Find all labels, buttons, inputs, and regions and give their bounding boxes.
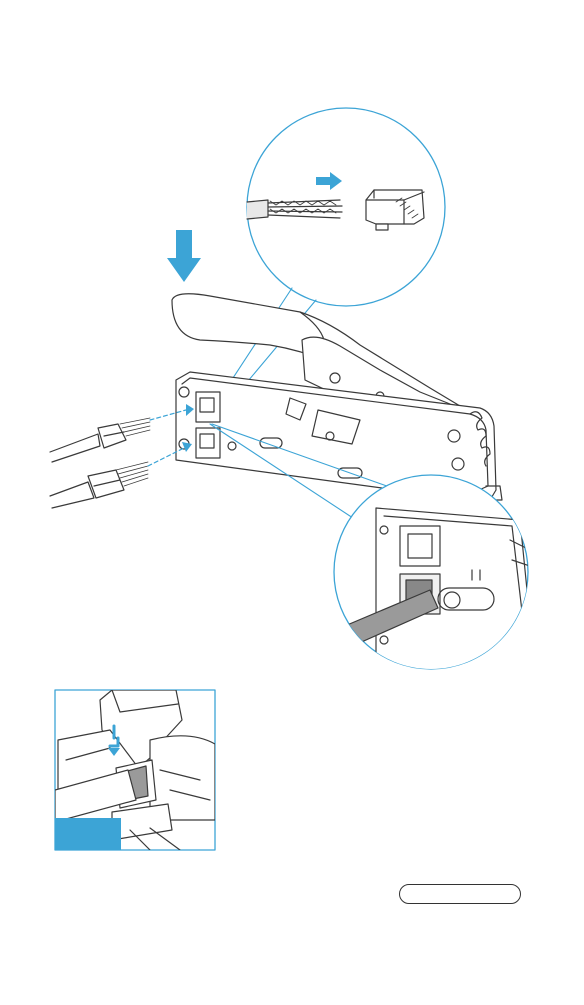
big-down-arrow: [167, 230, 201, 282]
zoom-callout-bottom: [334, 475, 536, 680]
crimping-tool: [172, 294, 502, 500]
zoom-callout-top: [247, 108, 445, 306]
inset-tag: [55, 818, 121, 850]
footer-pill: [399, 884, 521, 904]
ethernet-cables: [50, 418, 150, 508]
